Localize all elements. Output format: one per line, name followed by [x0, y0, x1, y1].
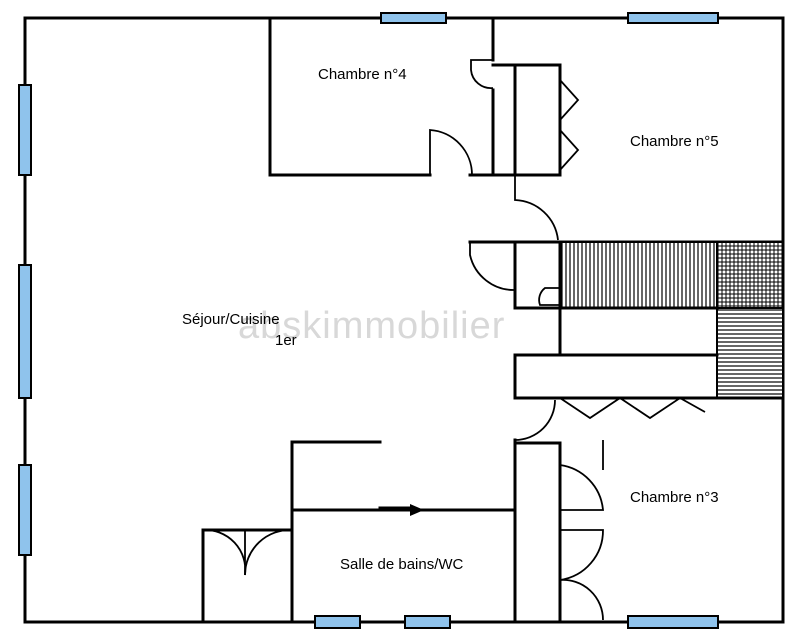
window-left-1 — [18, 84, 32, 176]
window-top-1 — [380, 12, 447, 24]
closet-doors-core — [559, 396, 706, 420]
door-corridor — [514, 399, 556, 441]
windows — [18, 12, 719, 629]
door-chambre-5 — [514, 175, 559, 241]
central-core — [468, 240, 785, 400]
label-chambre-4: Chambre n°4 — [318, 66, 407, 83]
label-sejour-level: 1er — [275, 332, 297, 349]
chambre-3-walls — [513, 438, 604, 624]
label-chambre-3: Chambre n°3 — [630, 489, 719, 506]
label-sejour: Séjour/Cuisine — [182, 311, 280, 328]
window-bottom-3 — [627, 615, 719, 629]
label-salle-de-bains: Salle de bains/WC — [340, 556, 464, 573]
chambre-4-walls — [268, 16, 495, 177]
bathroom-walls — [290, 440, 517, 624]
window-bottom-1 — [314, 615, 361, 629]
label-chambre-5: Chambre n°5 — [630, 133, 719, 150]
closet-chambre-5 — [491, 63, 580, 177]
watermark: abskimmobilier — [238, 305, 505, 347]
window-left-3 — [18, 464, 32, 556]
window-bottom-2 — [404, 615, 451, 629]
window-top-2 — [627, 12, 719, 24]
entry-closet — [201, 528, 294, 624]
window-left-2 — [18, 264, 32, 399]
